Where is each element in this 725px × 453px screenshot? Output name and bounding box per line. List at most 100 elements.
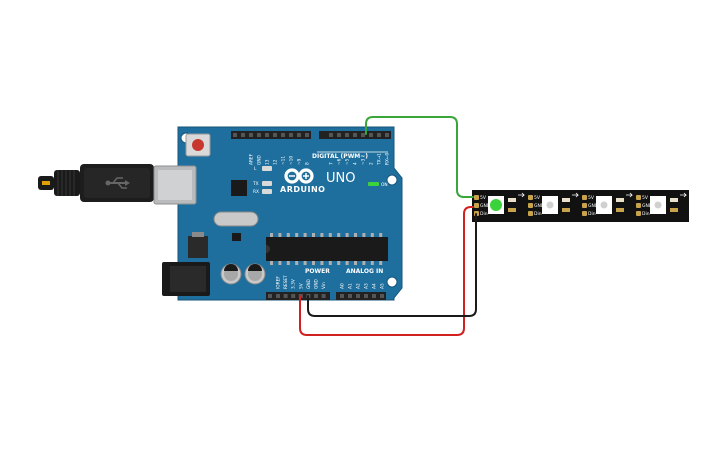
- header-pin-hole[interactable]: [364, 294, 368, 298]
- header-pin-hole[interactable]: [281, 133, 285, 137]
- strip-capacitor: [508, 208, 516, 212]
- led-rx-label: RX: [253, 189, 259, 195]
- strip-pad: [528, 203, 533, 208]
- header-pin-hole[interactable]: [372, 294, 376, 298]
- header-pin-hole[interactable]: [353, 133, 357, 137]
- chip-pin: [270, 261, 273, 265]
- strip-pad-label: 5V: [642, 195, 649, 201]
- mounting-hole: [386, 174, 398, 186]
- strip-pad: [474, 203, 479, 208]
- analog-header-label: ANALOG IN: [346, 268, 383, 275]
- header-pin-hole[interactable]: [291, 294, 296, 298]
- header-pin-hole[interactable]: [276, 294, 280, 298]
- atmega-chip: [266, 237, 388, 261]
- analog-pin-label: A3: [364, 283, 370, 289]
- header-pin-hole[interactable]: [241, 133, 245, 137]
- digital-pin-label: 2: [369, 162, 375, 165]
- mounting-hole: [386, 276, 398, 288]
- header-pin-hole[interactable]: [340, 294, 344, 298]
- digital-pin-label: ~9: [297, 158, 303, 165]
- header-pin-hole[interactable]: [345, 133, 349, 137]
- strip-pad-label: Din: [480, 211, 488, 217]
- header-pin-hole[interactable]: [265, 133, 269, 137]
- chip-pin: [270, 233, 273, 237]
- power-header-label: POWER: [305, 268, 330, 275]
- led-pixel-light: [654, 201, 662, 209]
- usb-chip: [231, 180, 247, 196]
- analog-pin-label: A5: [380, 283, 386, 289]
- led-pixel-light: [490, 199, 502, 211]
- header-pin-hole[interactable]: [305, 133, 309, 137]
- led-pixel-light: [546, 201, 554, 209]
- digital-pin-label: ~10: [289, 156, 295, 165]
- chip-pin: [370, 233, 374, 237]
- strip-pad-label: GND: [534, 203, 545, 209]
- strip-capacitor: [616, 208, 624, 212]
- header-pin-hole[interactable]: [385, 133, 389, 137]
- led-on-label: ON: [381, 182, 388, 188]
- header-pin-hole[interactable]: [289, 133, 293, 137]
- header-pin-hole[interactable]: [361, 133, 365, 137]
- header-pin-hole[interactable]: [249, 133, 253, 137]
- power-wire[interactable]: [299, 206, 474, 336]
- header-pin-hole[interactable]: [268, 294, 272, 298]
- header-pin-hole[interactable]: [369, 133, 373, 137]
- reset-button-cap[interactable]: [192, 139, 204, 151]
- header-pin-hole[interactable]: [337, 133, 341, 137]
- chip-pin: [278, 261, 282, 265]
- small-component: [232, 233, 241, 241]
- crystal-oscillator: [213, 211, 259, 227]
- digital-pin-label: 8: [305, 162, 311, 165]
- strip-pad-label: 5V: [480, 195, 487, 201]
- strip-capacitor: [670, 208, 678, 212]
- chip-pin: [379, 261, 383, 265]
- chip-pin: [362, 233, 366, 237]
- analog-header-holes: [340, 294, 384, 298]
- digital-pin-label: ~6: [337, 158, 343, 165]
- power-header: [266, 292, 330, 300]
- header-pin-hole[interactable]: [348, 294, 352, 298]
- header-pin-hole[interactable]: [329, 133, 333, 137]
- header-pin-hole[interactable]: [257, 133, 261, 137]
- voltage-regulator: [188, 236, 208, 258]
- strip-pad: [582, 203, 587, 208]
- led-tx: [262, 181, 272, 186]
- chip-pin: [286, 233, 290, 237]
- header-pin-hole[interactable]: [377, 133, 381, 137]
- header-pin-hole[interactable]: [283, 294, 288, 298]
- chip-pin: [354, 261, 357, 265]
- chip-pin: [295, 261, 299, 265]
- header-pin-hole[interactable]: [321, 294, 326, 298]
- signal-wire[interactable]: [365, 116, 474, 198]
- digital-pin-label: 13: [265, 159, 271, 165]
- header-pin-hole[interactable]: [297, 133, 301, 137]
- analog-pin-label: A1: [348, 283, 354, 289]
- chip-pin: [286, 261, 290, 265]
- strip-pad: [636, 195, 641, 200]
- header-pin-hole[interactable]: [233, 133, 237, 137]
- chip-pin: [328, 261, 332, 265]
- strip-pad: [636, 203, 641, 208]
- data-direction-arrow-icon: [572, 192, 579, 198]
- digital-pin-label: ~3: [361, 158, 367, 165]
- header-pin-hole[interactable]: [273, 133, 277, 137]
- header-pin-hole[interactable]: [356, 294, 360, 298]
- chip-pin: [337, 233, 341, 237]
- power-pin-label: RESET: [283, 275, 289, 289]
- header-pin-hole[interactable]: [314, 294, 318, 298]
- strip-pad-label: Din: [642, 211, 650, 217]
- power-pin-label: Vin: [321, 282, 327, 289]
- led-rx: [262, 189, 272, 194]
- analog-pin-label: A4: [372, 283, 378, 289]
- strip-pad: [582, 211, 587, 216]
- digital-pin-label: GND: [257, 154, 263, 165]
- strip-resistor: [670, 198, 678, 202]
- chip-pin: [345, 261, 349, 265]
- header-pin-hole[interactable]: [380, 294, 384, 298]
- data-direction-arrow-icon: [518, 192, 525, 198]
- ground-wire[interactable]: [307, 213, 477, 317]
